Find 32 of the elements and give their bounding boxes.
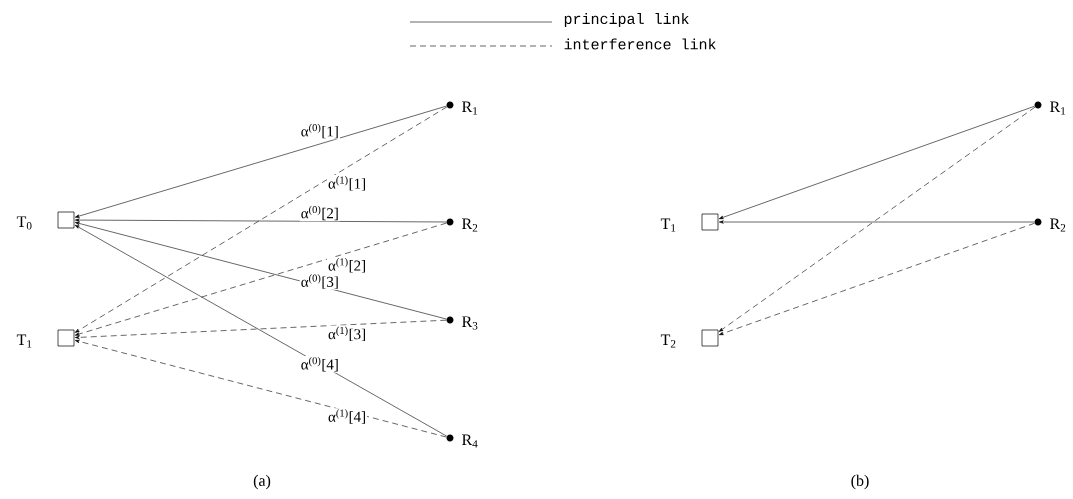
edge-label: α$^{(1)}$[2] <box>327 257 368 274</box>
legend-label: principal link <box>564 13 689 27</box>
arrow <box>74 224 448 437</box>
edge-label: α$^{(1)}$[4] <box>327 408 368 425</box>
arrow <box>718 222 1035 336</box>
arrow <box>74 339 447 438</box>
legend-label: interference link <box>564 38 716 50</box>
node-label: R$_{2}$ <box>462 218 478 232</box>
arrow <box>718 105 1035 219</box>
edge-label: α$^{(0)}$[4] <box>299 355 340 373</box>
edge-label: α$^{(0)}$[1] <box>299 122 340 140</box>
panel-label: (b) <box>851 474 869 490</box>
node-label: T$_{2}$ <box>660 334 676 348</box>
arrow <box>74 105 447 218</box>
panel-label: (a) <box>253 474 271 490</box>
node-label: R$_{2}$ <box>1050 218 1066 232</box>
edge-label: α$^{(0)}$[3] <box>299 273 340 290</box>
edge-label: α$^{(1)}$[3] <box>327 325 368 343</box>
node-label: R$_{4}$ <box>462 434 478 448</box>
node-label: R$_{1}$ <box>1050 101 1066 115</box>
node-label: T$_{0}$ <box>16 216 32 230</box>
node-label: R$_{1}$ <box>462 101 478 115</box>
node-label: R$_{3}$ <box>462 316 478 330</box>
edge-label: α$^{(1)}$[1] <box>327 175 368 192</box>
arrow <box>718 106 1036 332</box>
arrow <box>719 220 1035 224</box>
arrow <box>75 218 447 223</box>
arrow <box>74 106 448 333</box>
node-label: T$_{1}$ <box>16 334 32 348</box>
arrow <box>75 319 447 340</box>
node-label: T$_{1}$ <box>660 218 676 232</box>
edge-label: α$^{(0)}$[2] <box>299 204 340 222</box>
